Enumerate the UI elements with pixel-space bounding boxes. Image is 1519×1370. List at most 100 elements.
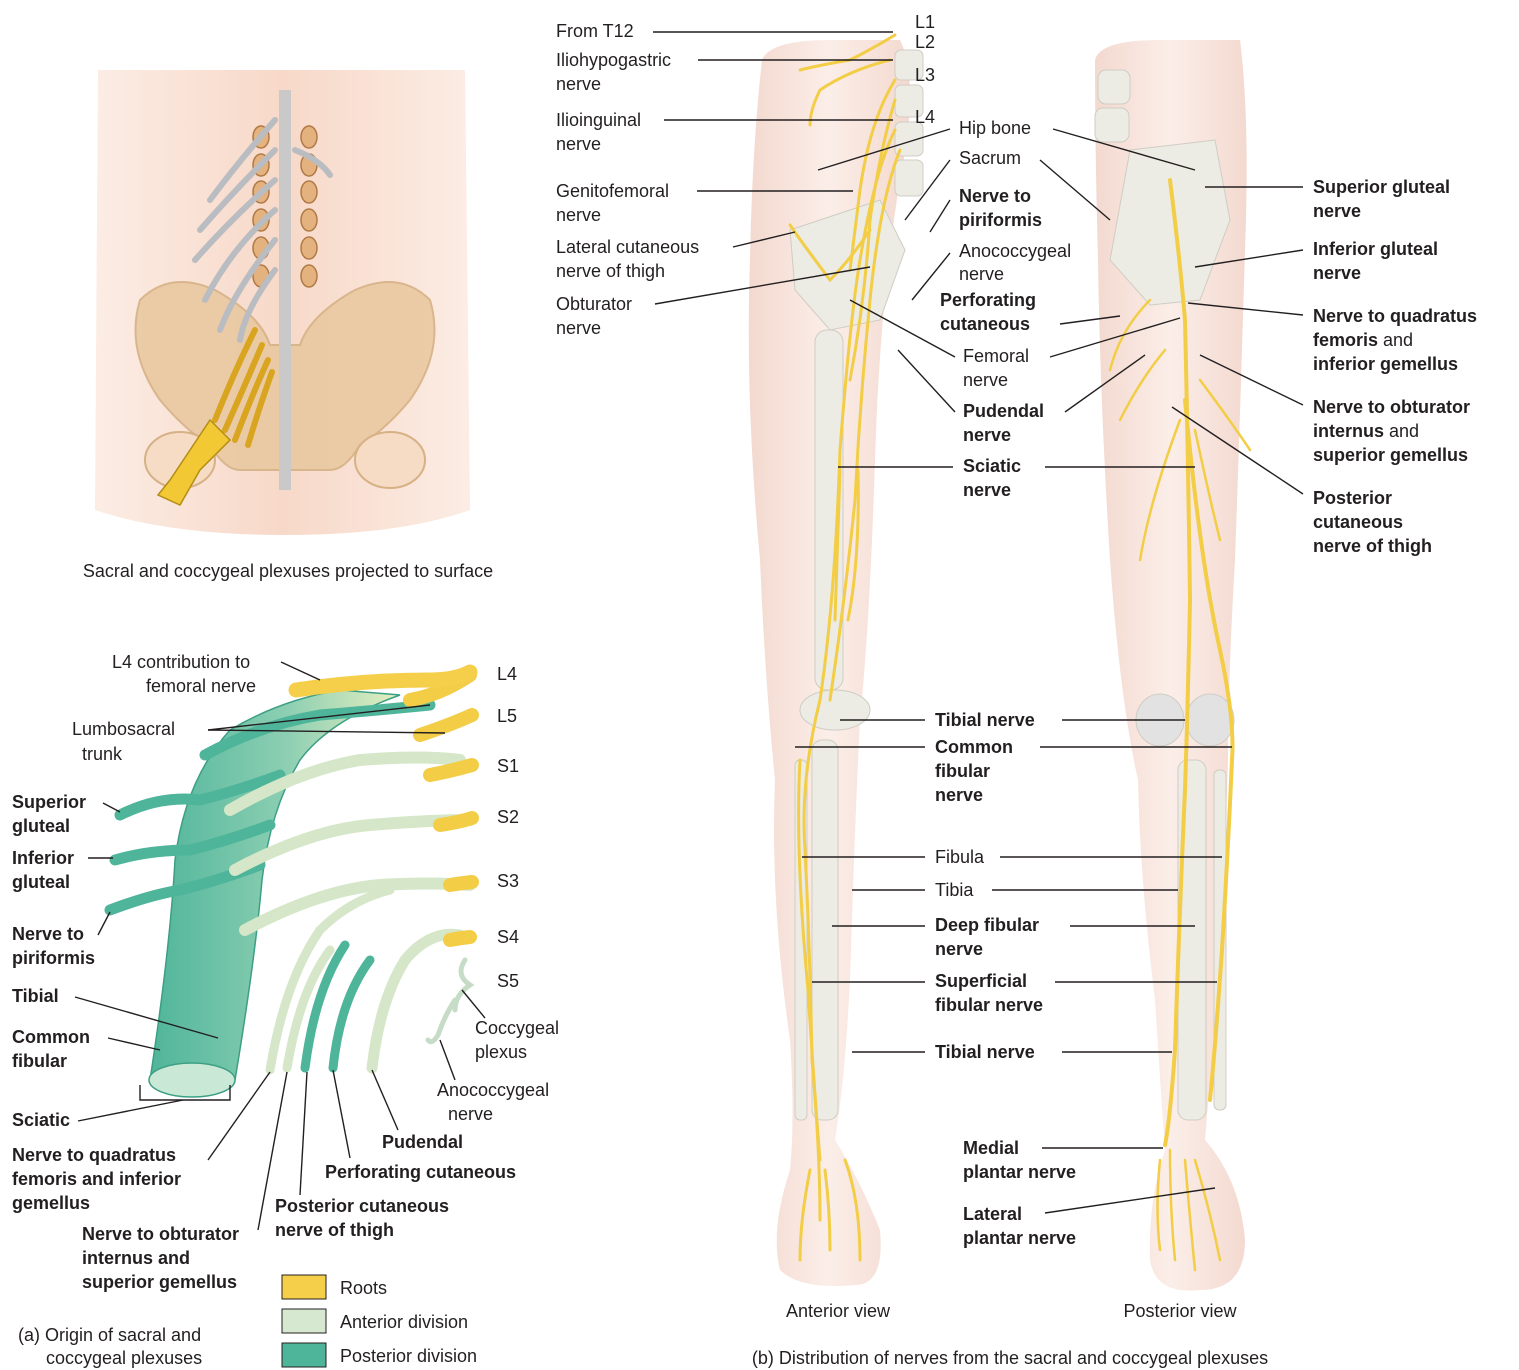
label-perforating-cutaneous: Perforating cutaneous [325,1162,516,1182]
label-obturator: Obturator [556,294,632,314]
root-s3: S3 [497,871,519,891]
svg-text:femoris and: femoris and [1313,330,1413,350]
label-pudendal: Pudendal [382,1132,463,1152]
svg-text:nerve: nerve [963,480,1011,500]
svg-text:nerve: nerve [959,264,1004,284]
svg-text:superior gemellus: superior gemellus [82,1272,237,1292]
label-from-t12: From T12 [556,21,634,41]
torso-illustration [95,70,470,535]
svg-text:internus and: internus and [1313,421,1419,441]
label-sciatic: Sciatic [12,1110,70,1130]
svg-text:femoral nerve: femoral nerve [146,676,256,696]
svg-text:gluteal: gluteal [12,816,70,836]
svg-text:piriformis: piriformis [959,210,1042,230]
svg-text:fibular nerve: fibular nerve [935,995,1043,1015]
svg-text:gemellus: gemellus [12,1193,90,1213]
svg-text:gluteal: gluteal [12,872,70,892]
label-medial-plantar: Medial [963,1138,1019,1158]
label-superior-gluteal-b: Superior gluteal [1313,177,1450,197]
label-posterior-cutaneous-b: Posterior [1313,488,1392,508]
label-nb-piriformis: Nerve to [959,186,1031,206]
label-lateral-cutaneous: Lateral cutaneous [556,237,699,257]
root-l4: L4 [497,664,517,684]
root-s1: S1 [497,756,519,776]
label-sacrum: Sacrum [959,148,1021,168]
svg-text:nerve: nerve [1313,201,1361,221]
svg-text:nerve: nerve [556,134,601,154]
label-tibial: Tibial [12,986,59,1006]
svg-text:nerve: nerve [963,370,1008,390]
label-superior-gluteal: Superior [12,792,86,812]
svg-text:fibular: fibular [12,1051,67,1071]
svg-text:fibular: fibular [935,761,990,781]
label-obturator-b: Nerve to obturator [1313,397,1470,417]
label-common-fibular-b: Common [935,737,1013,757]
svg-text:cutaneous: cutaneous [940,314,1030,334]
legend-label-posterior: Posterior division [340,1346,477,1366]
legend-label-roots: Roots [340,1278,387,1298]
label-posterior-cutaneous: Posterior cutaneous [275,1196,449,1216]
svg-text:nerve: nerve [1313,263,1361,283]
label-l4-contribution: L4 contribution to [112,652,250,672]
anterior-view-label: Anterior view [786,1301,891,1321]
label-superficial-fibular: Superficial [935,971,1027,991]
svg-text:nerve: nerve [935,785,983,805]
label-pudendal-b: Pudendal [963,401,1044,421]
label-fibula: Fibula [935,847,985,867]
svg-text:trunk: trunk [82,744,123,764]
svg-text:nerve: nerve [448,1104,493,1124]
label-ilioinguinal: Ilioinguinal [556,110,641,130]
spine-level-l4: L4 [915,107,935,127]
svg-text:nerve: nerve [556,74,601,94]
label-tibial-nerve-1: Tibial nerve [935,710,1035,730]
label-deep-fibular: Deep fibular [935,915,1039,935]
spine-level-l3: L3 [915,65,935,85]
posterior-view-label: Posterior view [1123,1301,1237,1321]
label-nerve-to-quadratus: Nerve to quadratus [12,1145,176,1165]
legend-swatch-roots [282,1275,326,1299]
root-l5: L5 [497,706,517,726]
svg-text:internus and: internus and [82,1248,190,1268]
anterior-leg-illustration [749,35,923,1286]
spine-level-l1: L1 [915,12,935,32]
svg-text:cutaneous: cutaneous [1313,512,1403,532]
label-femoral: Femoral [963,346,1029,366]
svg-text:nerve of thigh: nerve of thigh [275,1220,394,1240]
label-inferior-gluteal: Inferior [12,848,74,868]
posterior-leg-illustration [1095,40,1250,1291]
label-inferior-gluteal-b: Inferior gluteal [1313,239,1438,259]
label-quadratus-b: Nerve to quadratus [1313,306,1477,326]
label-coccygeal-plexus: Coccygeal [475,1018,559,1038]
svg-text:coccygeal plexuses: coccygeal plexuses [46,1348,202,1368]
svg-text:nerve: nerve [935,939,983,959]
panel-a-caption: (a) Origin of sacral and [18,1325,201,1345]
label-nerve-to-obturator: Nerve to obturator [82,1224,239,1244]
label-iliohypogastric: Iliohypogastric [556,50,671,70]
svg-text:nerve: nerve [963,425,1011,445]
svg-text:superior gemellus: superior gemellus [1313,445,1468,465]
label-tibia: Tibia [935,880,974,900]
panel-a-top-caption: Sacral and coccygeal plexuses projected … [83,561,493,581]
root-s2: S2 [497,807,519,827]
svg-text:femoris and inferior: femoris and inferior [12,1169,181,1189]
label-common-fibular: Common [12,1027,90,1047]
label-anococcygeal-b: Anococcygeal [959,241,1071,261]
label-lateral-plantar: Lateral [963,1204,1022,1224]
label-hip-bone: Hip bone [959,118,1031,138]
svg-text:nerve: nerve [556,318,601,338]
root-s4: S4 [497,927,519,947]
label-nerve-to-piriformis: Nerve to [12,924,84,944]
label-perforating-b: Perforating [940,290,1036,310]
root-s5: S5 [497,971,519,991]
svg-text:plantar nerve: plantar nerve [963,1162,1076,1182]
label-anococcygeal: Anococcygeal [437,1080,549,1100]
panel-b-caption: (b) Distribution of nerves from the sacr… [752,1348,1268,1368]
svg-text:plantar nerve: plantar nerve [963,1228,1076,1248]
legend-label-anterior: Anterior division [340,1312,468,1332]
svg-text:piriformis: piriformis [12,948,95,968]
label-lumbosacral-trunk: Lumbosacral [72,719,175,739]
svg-text:nerve of thigh: nerve of thigh [556,261,665,281]
svg-text:nerve of thigh: nerve of thigh [1313,536,1432,556]
spine-level-l2: L2 [915,32,935,52]
label-genitofemoral: Genitofemoral [556,181,669,201]
